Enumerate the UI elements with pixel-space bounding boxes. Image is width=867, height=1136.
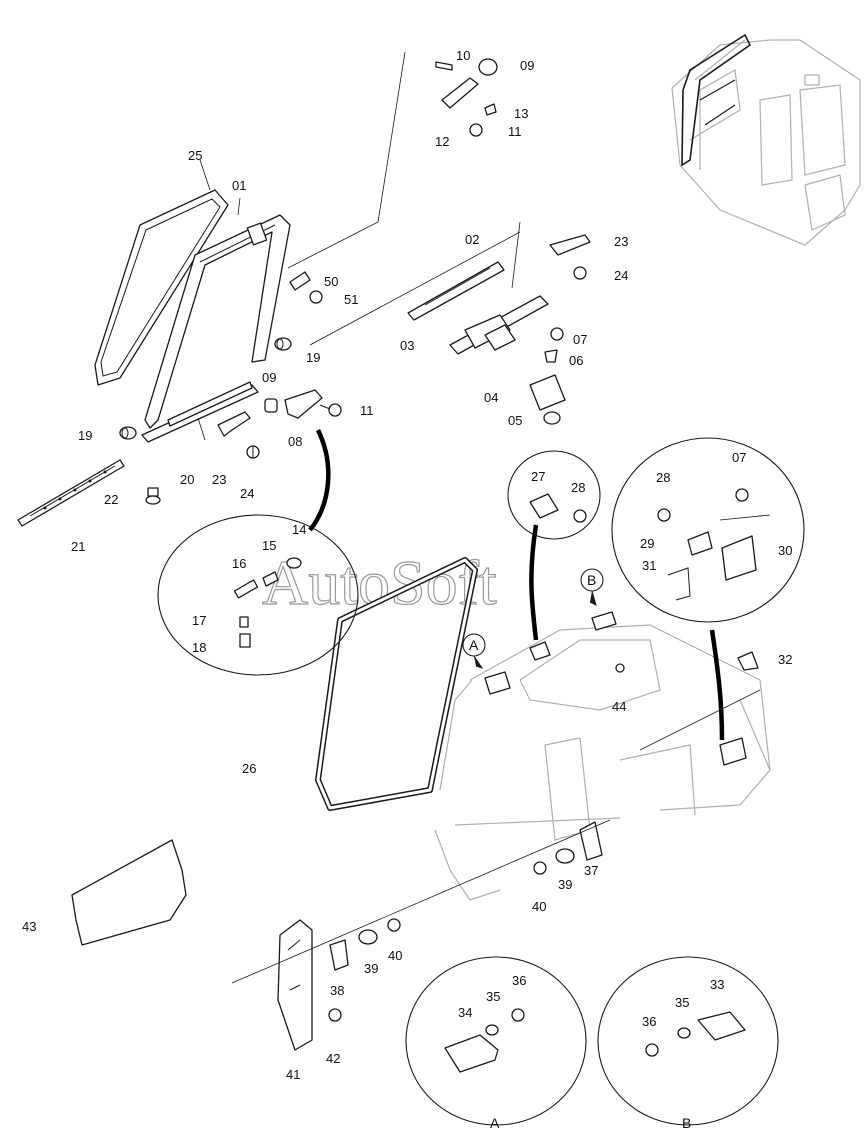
cab-body [434, 624, 771, 901]
upper-rail [407, 261, 566, 425]
panel-43 [71, 839, 187, 946]
label-35-b: 35 [675, 995, 689, 1010]
label-02: 02 [465, 232, 479, 247]
latch-bracket [264, 389, 342, 419]
top-hinge [435, 58, 498, 137]
lower-rail [17, 381, 259, 527]
label-36-a: 36 [512, 973, 526, 988]
label-10: 10 [456, 48, 470, 63]
view-marker-b: B [580, 568, 604, 606]
view-marker-a: A [462, 633, 486, 669]
label-20: 20 [180, 472, 194, 487]
label-40-latch: 40 [388, 948, 402, 963]
label-21: 21 [71, 539, 85, 554]
label-09-latch: 09 [262, 370, 276, 385]
label-12: 12 [435, 134, 449, 149]
view-label-b: B [682, 1115, 691, 1131]
label-13: 13 [514, 106, 528, 121]
window-glass [94, 189, 229, 386]
label-32: 32 [778, 652, 792, 667]
label-50: 50 [324, 274, 338, 289]
label-34: 34 [458, 1005, 472, 1020]
detail-circle-27-28 [507, 450, 601, 540]
label-35-a: 35 [486, 989, 500, 1004]
label-03: 03 [400, 338, 414, 353]
label-44: 44 [612, 699, 626, 714]
label-04: 04 [484, 390, 498, 405]
roller-upper [274, 337, 292, 351]
svg-text:A: A [469, 637, 479, 653]
label-24-left: 24 [240, 486, 254, 501]
detail-circle-pins [157, 514, 359, 676]
label-41: 41 [286, 1067, 300, 1082]
label-25: 25 [188, 148, 202, 163]
watermark: AutoSoft [262, 547, 497, 618]
bumper-32 [737, 651, 759, 671]
label-26: 26 [242, 761, 256, 776]
label-09-top: 09 [520, 58, 534, 73]
label-01: 01 [232, 178, 246, 193]
detail-circle-29-31 [611, 437, 805, 623]
label-14: 14 [292, 522, 306, 537]
label-08: 08 [288, 434, 302, 449]
label-07-rail: 07 [573, 332, 587, 347]
label-27: 27 [531, 469, 545, 484]
label-11-latch: 11 [360, 403, 374, 418]
label-39-cab: 39 [558, 877, 572, 892]
detail-circle-b [597, 956, 779, 1126]
label-36-b: 36 [642, 1014, 656, 1029]
label-24-right: 24 [614, 268, 628, 283]
label-38: 38 [330, 983, 344, 998]
label-23-right: 23 [614, 234, 628, 249]
view-label-a: A [490, 1115, 500, 1131]
label-37: 37 [584, 863, 598, 878]
door-frame [144, 214, 291, 429]
label-33: 33 [710, 977, 724, 992]
side-bracket [719, 737, 747, 766]
label-06: 06 [569, 353, 583, 368]
catch-right [549, 234, 591, 280]
striker-assembly [533, 821, 603, 875]
callout-labels: 25 01 10 09 13 11 12 02 23 24 50 51 07 0… [22, 48, 792, 1082]
label-15: 15 [262, 538, 276, 553]
label-51: 51 [344, 292, 358, 307]
label-30: 30 [778, 543, 792, 558]
door-seal [315, 557, 478, 811]
arrow-to-27 [529, 524, 539, 641]
label-23-left: 23 [212, 472, 226, 487]
roller-left [119, 426, 137, 440]
detail-circle-a [405, 956, 587, 1126]
label-22: 22 [104, 492, 118, 507]
bracket-50 [289, 271, 323, 304]
svg-text:B: B [587, 572, 596, 588]
label-43: 43 [22, 919, 36, 934]
label-19-left: 19 [78, 428, 92, 443]
leader-lines [197, 51, 771, 984]
label-28: 28 [571, 480, 585, 495]
label-16: 16 [232, 556, 246, 571]
arrow-to-pins [308, 429, 331, 532]
roof-hinge [484, 611, 625, 695]
label-31: 31 [642, 558, 656, 573]
bolt-22 [145, 487, 161, 505]
label-29: 29 [640, 536, 654, 551]
label-07-detail: 07 [732, 450, 746, 465]
label-19-upper: 19 [306, 350, 320, 365]
arrow-to-30 [709, 629, 725, 741]
catch-left [217, 411, 260, 459]
label-05: 05 [508, 413, 522, 428]
cab-thumbnail [671, 33, 861, 246]
label-18: 18 [192, 640, 206, 655]
label-42: 42 [326, 1051, 340, 1066]
label-28-detail: 28 [656, 470, 670, 485]
label-39-latch: 39 [364, 961, 378, 976]
label-17: 17 [192, 613, 206, 628]
label-11-top: 11 [508, 124, 522, 139]
label-40-cab: 40 [532, 899, 546, 914]
